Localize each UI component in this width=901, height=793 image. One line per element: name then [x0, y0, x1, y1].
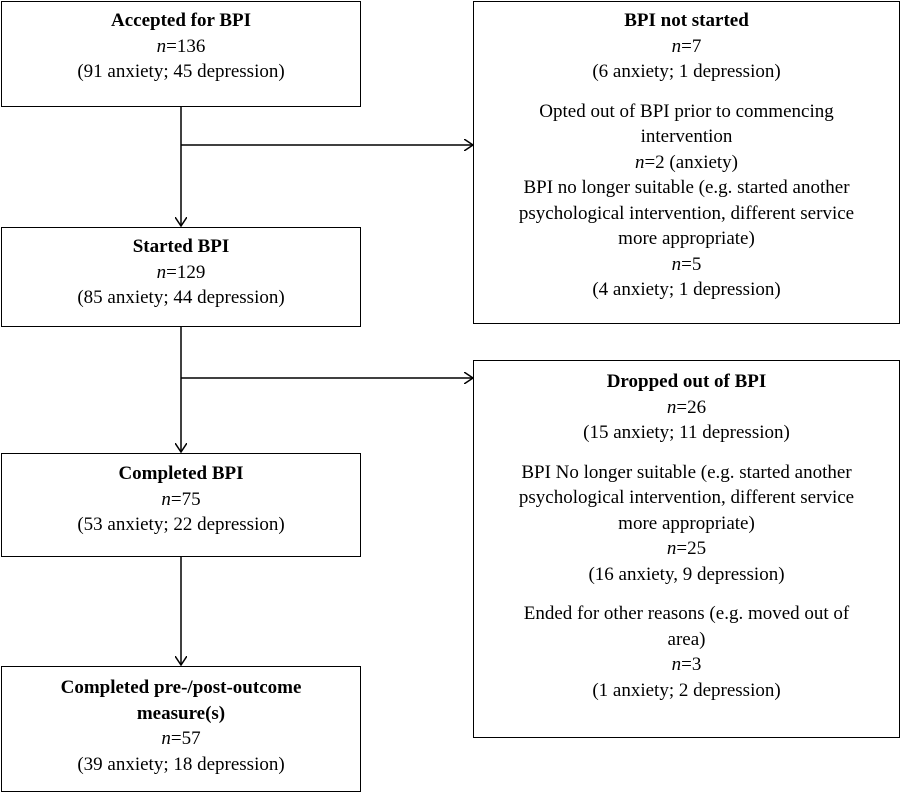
- dropped-reason1-text-3: more appropriate): [618, 512, 755, 534]
- dropped-reason1-text-2: psychological intervention, different se…: [518, 487, 855, 508]
- not-started-reason2-text-2: psychological intervention, different se…: [518, 202, 855, 224]
- not-started-reason1-text-2: intervention: [640, 126, 733, 147]
- node-not-started-count: n=7: [671, 35, 702, 57]
- node-accepted-breakdown: (91 anxiety; 45 depression): [77, 61, 285, 82]
- node-completed: Completed BPI n=75 (53 anxiety; 22 depre…: [1, 453, 361, 557]
- node-not-started: BPI not started n=7 (6 anxiety; 1 depres…: [473, 1, 900, 324]
- not-started-reason1-count: n=2 (anxiety): [634, 151, 739, 173]
- dropped-reason2-breakdown: (1 anxiety; 2 depression): [592, 679, 781, 701]
- not-started-reason2-breakdown: (4 anxiety; 1 depression): [592, 279, 781, 300]
- node-started-count: n=129: [156, 261, 206, 283]
- not-started-reason2-count: n=5: [671, 253, 702, 275]
- node-started-breakdown: (85 anxiety; 44 depression): [77, 287, 285, 308]
- dropped-reason2-text-2: area): [667, 628, 706, 650]
- node-not-started-breakdown: (6 anxiety; 1 depression): [592, 61, 781, 82]
- node-completed-breakdown: (53 anxiety; 22 depression): [77, 514, 285, 535]
- dropped-reason1-breakdown: (16 anxiety, 9 depression): [588, 563, 785, 585]
- not-started-reason2-text-1: BPI no longer suitable (e.g. started ano…: [523, 177, 850, 198]
- node-dropped-title: Dropped out of BPI: [606, 371, 767, 392]
- node-outcome-breakdown: (39 anxiety; 18 depression): [77, 753, 285, 775]
- node-accepted-count: n=136: [156, 35, 206, 57]
- node-outcome: Completed pre-/post-outcome measure(s) n…: [1, 666, 361, 792]
- dropped-reason1-count: n=25: [666, 538, 707, 559]
- dropped-reason1-text-1: BPI No longer suitable (e.g. started ano…: [521, 461, 852, 483]
- node-completed-count: n=75: [161, 488, 201, 510]
- node-dropped: Dropped out of BPI n=26 (15 anxiety; 11 …: [473, 360, 900, 738]
- node-accepted: Accepted for BPI n=136 (91 anxiety; 45 d…: [1, 1, 361, 107]
- node-started-title: Started BPI: [132, 236, 230, 257]
- dropped-reason2-text-1: Ended for other reasons (e.g. moved out …: [523, 603, 850, 624]
- node-not-started-title: BPI not started: [624, 10, 749, 31]
- node-outcome-title-2: measure(s): [136, 702, 226, 724]
- dropped-reason2-count: n=3: [671, 654, 702, 675]
- node-completed-title: Completed BPI: [118, 463, 244, 484]
- not-started-reason1-text-1: Opted out of BPI prior to commencing: [539, 100, 834, 122]
- node-started: Started BPI n=129 (85 anxiety; 44 depres…: [1, 227, 361, 327]
- node-outcome-title-1: Completed pre-/post-outcome: [60, 677, 302, 698]
- node-dropped-breakdown: (15 anxiety; 11 depression): [583, 422, 790, 443]
- not-started-reason2-text-3: more appropriate): [618, 228, 755, 249]
- node-outcome-count: n=57: [161, 728, 201, 749]
- node-accepted-title: Accepted for BPI: [110, 10, 251, 31]
- node-dropped-count: n=26: [666, 396, 707, 418]
